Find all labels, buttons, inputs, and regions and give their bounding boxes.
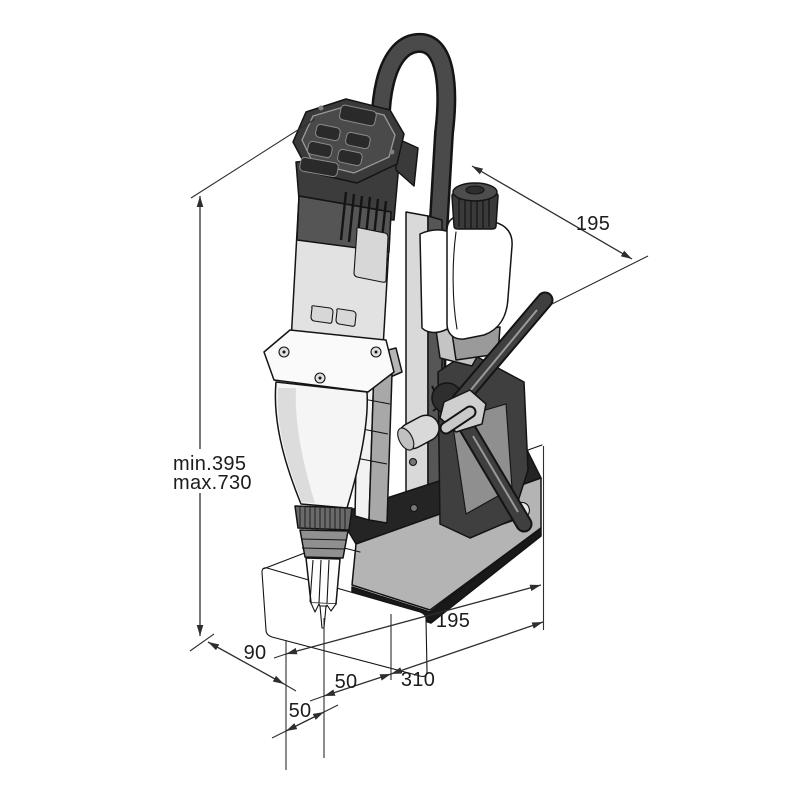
height-dimension: min.395 max.730 xyxy=(170,118,316,652)
feed-handle xyxy=(397,291,554,533)
front-width-label: 90 xyxy=(244,642,267,664)
offset-upper-label: 50 xyxy=(335,671,358,693)
base-depth-dimension: 195 xyxy=(273,584,542,659)
handle-knob xyxy=(397,414,440,451)
base-length-label: 310 xyxy=(401,669,435,691)
offset-upper-dimension: 50 xyxy=(309,671,392,702)
vent-slats xyxy=(339,191,388,249)
top-depth-dimension: 195 xyxy=(471,165,649,305)
control-head xyxy=(292,98,405,184)
dimension-annotations: min.395 max.730 195 90 50 xyxy=(170,118,649,770)
front-width-dimension: 90 xyxy=(207,641,297,692)
gear-flange xyxy=(263,329,395,393)
height-max-label: max.730 xyxy=(173,472,252,494)
base-depth-label: 195 xyxy=(436,610,470,632)
flange-screws xyxy=(278,346,382,384)
top-depth-label: 195 xyxy=(576,213,610,235)
tank-cap xyxy=(451,182,499,230)
offset-lower-dimension: 50 xyxy=(271,700,339,739)
keypad-buttons xyxy=(299,104,377,178)
motor-unit xyxy=(263,98,419,509)
machine-drawing xyxy=(261,33,554,677)
offset-lower-label: 50 xyxy=(289,700,312,722)
height-min-label: min.395 xyxy=(173,453,246,475)
knurl-texture xyxy=(299,507,346,529)
